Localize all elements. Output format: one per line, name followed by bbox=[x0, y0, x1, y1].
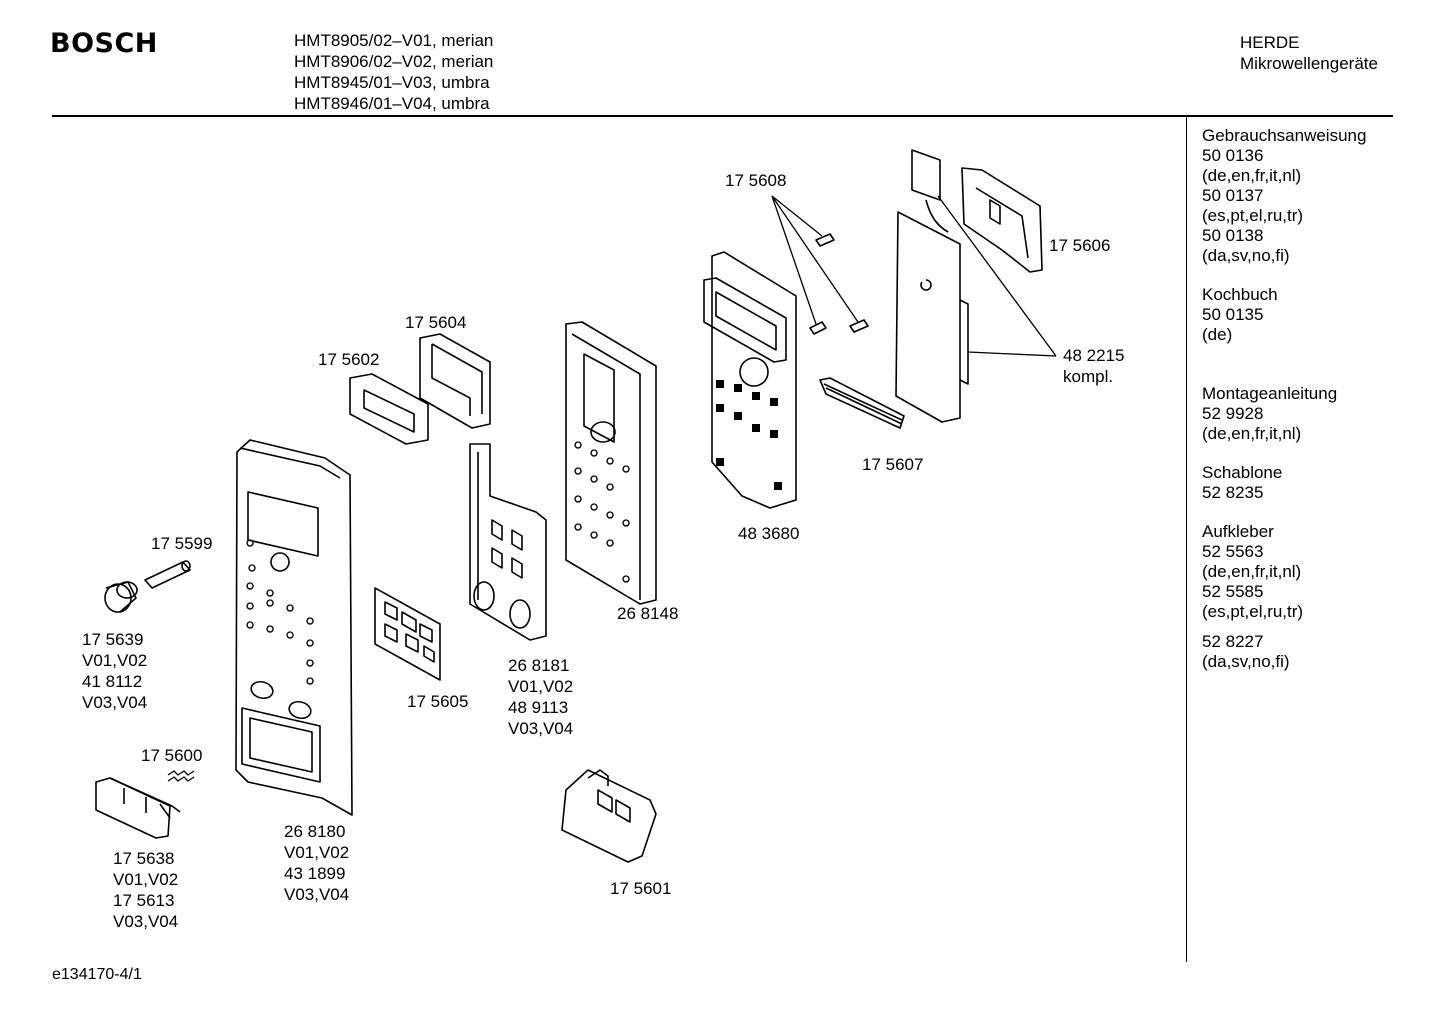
part-label-line: 17 5639 bbox=[82, 630, 144, 649]
part-label-175639: 17 5639 V01,V02 41 8112 V03,V04 bbox=[82, 629, 147, 713]
doc-line: (de,en,fr,it,nl) bbox=[1202, 166, 1302, 185]
part-label-line: 43 1899 bbox=[284, 864, 346, 883]
header-divider bbox=[52, 115, 1393, 117]
model-line: HMT8945/01–V03, umbra bbox=[294, 73, 490, 92]
doc-line: 50 0137 bbox=[1202, 186, 1264, 205]
shaft-part bbox=[144, 560, 191, 589]
part-label-268180: 26 8180 V01,V02 43 1899 V03,V04 bbox=[284, 821, 349, 905]
keypad-part bbox=[469, 443, 547, 641]
model-line: HMT8905/02–V01, merian bbox=[294, 31, 494, 50]
doc-line: 52 9928 bbox=[1202, 404, 1264, 423]
panel-frame-part bbox=[565, 321, 657, 605]
part-label-268148: 26 8148 bbox=[617, 604, 679, 623]
doc-line: (de,en,fr,it,nl) bbox=[1202, 424, 1302, 443]
part-label-line: V03,V04 bbox=[284, 885, 350, 904]
doc-group-mounting: Montageanleitung 52 9928 (de,en,fr,it,nl… bbox=[1202, 384, 1432, 444]
part-label-line: V03,V04 bbox=[508, 719, 574, 738]
part-label-175599: 17 5599 bbox=[151, 534, 213, 553]
part-label-line: 26 8181 bbox=[508, 656, 570, 675]
sidebar-divider bbox=[1186, 117, 1187, 962]
part-label-line: V01,V02 bbox=[113, 870, 179, 889]
part-label-line: V03,V04 bbox=[113, 912, 179, 931]
doc-line: (es,pt,el,ru,tr) bbox=[1202, 206, 1304, 225]
doc-line: 50 0136 bbox=[1202, 146, 1264, 165]
doc-group-stickers: Aufkleber 52 5563 (de,en,fr,it,nl) 52 55… bbox=[1202, 522, 1432, 622]
doc-line: 52 5585 bbox=[1202, 582, 1264, 601]
part-label-line: V01,V02 bbox=[508, 677, 574, 696]
doc-line: (de) bbox=[1202, 325, 1233, 344]
category-title: HERDE bbox=[1240, 33, 1300, 52]
exploded-view-diagram bbox=[95, 149, 1057, 863]
doc-group-title: Gebrauchsanweisung bbox=[1202, 126, 1367, 145]
part-label-175607: 17 5607 bbox=[862, 455, 924, 474]
door-button-part bbox=[95, 777, 181, 839]
control-pcb-part bbox=[703, 251, 797, 509]
front-panel-part bbox=[235, 439, 353, 816]
display-window-part bbox=[349, 373, 429, 445]
doc-line: (de,en,fr,it,nl) bbox=[1202, 562, 1302, 581]
doc-line: 52 8235 bbox=[1202, 483, 1264, 502]
model-list: HMT8905/02–V01, merian HMT8906/02–V02, m… bbox=[294, 30, 493, 114]
part-label-line: V01,V02 bbox=[284, 843, 350, 862]
doc-line: 50 0135 bbox=[1202, 305, 1264, 324]
part-label-175602: 17 5602 bbox=[318, 350, 380, 369]
brand-logo: BOSCH bbox=[50, 28, 158, 59]
part-label-175605: 17 5605 bbox=[407, 692, 469, 711]
doc-group-title: Schablone bbox=[1202, 463, 1283, 482]
doc-line: 52 5563 bbox=[1202, 542, 1264, 561]
category-block: HERDE Mikrowellengeräte bbox=[1240, 32, 1378, 74]
leader-lines bbox=[771, 195, 1057, 357]
part-label-175606: 17 5606 bbox=[1049, 236, 1111, 255]
doc-group-title: Montageanleitung bbox=[1202, 384, 1338, 403]
part-label-175601: 17 5601 bbox=[610, 879, 672, 898]
keypad-mat-part bbox=[374, 587, 441, 681]
doc-line: (es,pt,el,ru,tr) bbox=[1202, 602, 1304, 621]
document-id: e134170-4/1 bbox=[52, 966, 142, 983]
power-board-part bbox=[895, 149, 969, 423]
part-label-483680: 48 3680 bbox=[738, 524, 800, 543]
part-label-175608: 17 5608 bbox=[725, 171, 787, 190]
knob-part bbox=[104, 581, 138, 613]
doc-line: (da,sv,no,fi) bbox=[1202, 652, 1290, 671]
doc-group-manual: Gebrauchsanweisung 50 0136 (de,en,fr,it,… bbox=[1202, 126, 1432, 266]
latch-part bbox=[561, 769, 657, 863]
category-subtitle: Mikrowellengeräte bbox=[1240, 54, 1378, 73]
part-label-line: 41 8112 bbox=[82, 672, 143, 691]
part-label-line: 48 9113 bbox=[508, 698, 569, 717]
part-label-175600: 17 5600 bbox=[141, 746, 203, 765]
spring-part bbox=[167, 770, 195, 782]
doc-line: 50 0138 bbox=[1202, 226, 1264, 245]
part-label-line: 48 2215 bbox=[1063, 346, 1125, 365]
doc-line: 52 8227 bbox=[1202, 632, 1264, 651]
model-line: HMT8946/01–V04, umbra bbox=[294, 94, 490, 113]
part-label-482215: 48 2215 kompl. bbox=[1063, 345, 1124, 387]
doc-group-stickers-extra: 52 8227 (da,sv,no,fi) bbox=[1202, 632, 1432, 672]
documents-sidebar: Gebrauchsanweisung 50 0136 (de,en,fr,it,… bbox=[1202, 126, 1432, 691]
ribbon-cable-part bbox=[819, 377, 905, 429]
model-line: HMT8906/02–V02, merian bbox=[294, 52, 494, 71]
part-label-line: 17 5613 bbox=[113, 891, 175, 910]
doc-group-title: Kochbuch bbox=[1202, 285, 1278, 304]
doc-group-template: Schablone 52 8235 bbox=[1202, 463, 1432, 503]
part-label-line: 17 5638 bbox=[113, 849, 175, 868]
part-label-line: V01,V02 bbox=[82, 651, 148, 670]
part-label-268181: 26 8181 V01,V02 48 9113 V03,V04 bbox=[508, 655, 573, 739]
doc-line: (da,sv,no,fi) bbox=[1202, 246, 1290, 265]
part-label-line: V03,V04 bbox=[82, 693, 148, 712]
doc-group-title: Aufkleber bbox=[1202, 522, 1274, 541]
doc-group-cookbook: Kochbuch 50 0135 (de) bbox=[1202, 285, 1432, 345]
pins-part bbox=[809, 233, 869, 335]
part-label-line: 26 8180 bbox=[284, 822, 346, 841]
part-label-175638: 17 5638 V01,V02 17 5613 V03,V04 bbox=[113, 848, 178, 932]
part-label-175604: 17 5604 bbox=[405, 313, 467, 332]
display-bracket-part bbox=[419, 333, 491, 429]
part-label-line: kompl. bbox=[1063, 367, 1114, 386]
connector-part bbox=[961, 167, 1043, 273]
